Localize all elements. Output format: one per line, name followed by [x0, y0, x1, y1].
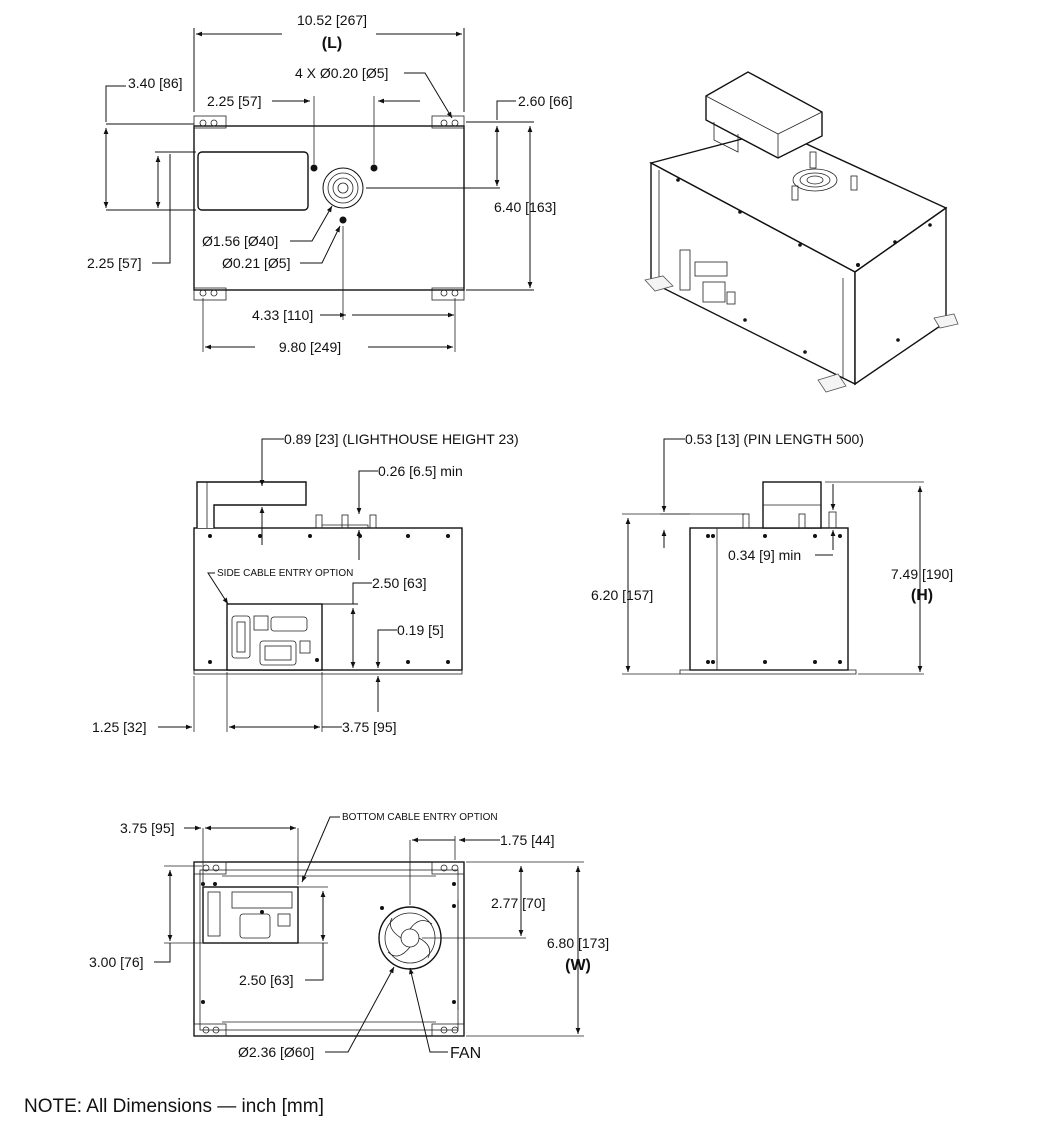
iso-lighthouse	[705, 71, 823, 159]
front-lighthouse	[196, 481, 307, 528]
iso-port-icon	[792, 168, 838, 192]
dim-bottom-panel-depth: 2.50 [63]	[239, 972, 294, 988]
label-bottom-entry: BOTTOM CABLE ENTRY OPTION	[342, 812, 498, 823]
top-hole-icon	[310, 164, 318, 172]
isometric-view	[644, 71, 959, 393]
dim-width: 6.80 [173]	[547, 935, 609, 951]
dim-hole-spacing: 2.25 [57]	[207, 93, 262, 109]
dim-pin-length: 0.53 [13] (PIN LENGTH 500)	[685, 431, 864, 447]
dim-depth: 6.40 [163]	[494, 199, 556, 215]
mount-hole-icon	[210, 289, 218, 297]
dim-offset-right: 2.60 [66]	[518, 93, 573, 109]
dim-panel-height: 2.50 [63]	[372, 575, 427, 591]
dim-lighthouse: 0.89 [23] (LIGHTHOUSE HEIGHT 23)	[284, 431, 519, 447]
dim-bottom-panel-width: 3.75 [95]	[120, 820, 175, 836]
top-foot-tl	[193, 115, 227, 129]
mount-hole-icon	[440, 289, 448, 297]
dim-front-pin-min: 0.26 [6.5] min	[378, 463, 463, 479]
top-view: 10.52 [267] (L) 4 X Ø0.20 [Ø5] 3.40 [86]…	[87, 12, 573, 355]
mount-hole-icon	[199, 119, 207, 127]
top-hole-icon	[370, 164, 378, 172]
label-side-entry: SIDE CABLE ENTRY OPTION	[217, 568, 353, 579]
dim-mount-spacing: 9.80 [249]	[279, 339, 341, 355]
sample-port-icon	[322, 167, 364, 209]
mount-hole-icon	[440, 119, 448, 127]
db-connector-icon	[231, 615, 251, 659]
dim-panel-width: 3.75 [95]	[342, 719, 397, 735]
dim-width-tag: (W)	[565, 957, 591, 974]
dim-bottom-panel-height: 3.00 [76]	[89, 954, 144, 970]
label-fan: FAN	[450, 1045, 481, 1062]
serial-port-icon	[270, 616, 308, 632]
dim-pin-offset: 4.33 [110]	[252, 307, 313, 323]
dim-height-tag: (H)	[911, 587, 933, 604]
mount-hole-icon	[199, 289, 207, 297]
front-view: 0.89 [23] (LIGHTHOUSE HEIGHT 23) 0.26 [6…	[92, 431, 519, 735]
top-foot-br	[431, 287, 465, 301]
dim-fan-center: 2.77 [70]	[491, 895, 546, 911]
pin-icon	[339, 216, 347, 224]
power-inlet-icon	[259, 640, 297, 666]
note: NOTE: All Dimensions — inch [mm]	[24, 1096, 324, 1117]
dim-fan-dia: Ø2.36 [Ø60]	[238, 1044, 314, 1060]
dim-length: 10.52 [267]	[297, 12, 367, 28]
side-view: 0.53 [13] (PIN LENGTH 500) 0.34 [9] min …	[591, 431, 953, 675]
mount-hole-icon	[210, 119, 218, 127]
dim-body-height: 6.20 [157]	[591, 587, 653, 603]
dim-fan-offset: 1.75 [44]	[500, 832, 555, 848]
dim-length-tag: (L)	[322, 35, 342, 52]
top-foot-bl	[193, 287, 227, 301]
side-cable-panel	[226, 603, 323, 671]
dim-window-height: 2.25 [57]	[87, 255, 142, 271]
dim-pin-dia: Ø0.21 [Ø5]	[222, 255, 290, 271]
top-window	[197, 151, 309, 211]
mount-hole-icon	[451, 289, 459, 297]
bottom-view: 3.75 [95] BOTTOM CABLE ENTRY OPTION 1.75…	[89, 812, 609, 1062]
dim-offset-left: 3.40 [86]	[128, 75, 183, 91]
dim-holes: 4 X Ø0.20 [Ø5]	[295, 65, 388, 81]
dim-panel-offset: 1.25 [32]	[92, 719, 147, 735]
dim-side-pin-min: 0.34 [9] min	[728, 547, 801, 563]
dim-port-dia: Ø1.56 [Ø40]	[202, 233, 278, 249]
mount-hole-icon	[451, 119, 459, 127]
dim-total-height: 7.49 [190]	[891, 566, 953, 582]
bottom-cable-panel	[202, 886, 299, 944]
dim-panel-bottom: 0.19 [5]	[397, 622, 444, 638]
ethernet-icon	[253, 615, 269, 631]
iso-connector	[679, 249, 691, 291]
